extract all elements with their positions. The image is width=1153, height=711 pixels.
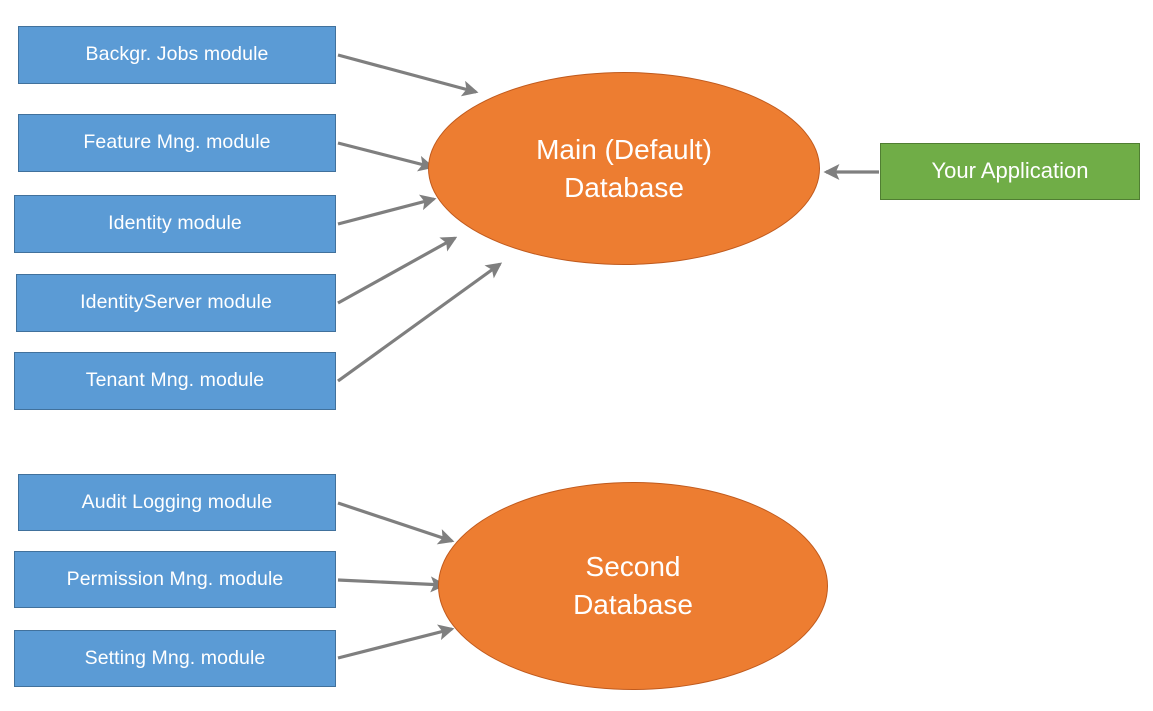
- database-label-line2: Database: [573, 589, 693, 620]
- module-label: Setting Mng. module: [84, 646, 266, 669]
- database-label-line1: Second: [585, 551, 681, 583]
- arrow-tenant-mng-to-main: [337, 262, 503, 383]
- module-label: Audit Logging module: [81, 490, 273, 513]
- database-label-line1: Main (Default): [536, 133, 712, 165]
- arrow-feature-mng-to-main: [337, 141, 435, 172]
- module-label: Backgr. Jobs module: [85, 43, 269, 66]
- database-label-line2: Database: [564, 171, 684, 203]
- database-main[interactable]: Main (Default) Database: [428, 72, 820, 265]
- module-box-setting-mng[interactable]: Setting Mng. module: [14, 630, 336, 687]
- module-box-identity[interactable]: Identity module: [14, 195, 336, 253]
- arrow-identity-to-main: [337, 194, 437, 226]
- module-box-permission-mng[interactable]: Permission Mng. module: [14, 551, 336, 608]
- module-box-feature-mng[interactable]: Feature Mng. module: [18, 114, 336, 172]
- module-label: Tenant Mng. module: [85, 369, 265, 392]
- module-label: Feature Mng. module: [83, 131, 271, 154]
- module-box-backgr-jobs[interactable]: Backgr. Jobs module: [18, 26, 336, 84]
- arrow-backgr-jobs-to-main: [337, 53, 479, 97]
- module-label: Permission Mng. module: [66, 567, 284, 590]
- application-label: Your Application: [931, 158, 1089, 184]
- module-box-audit-logging[interactable]: Audit Logging module: [18, 474, 336, 531]
- module-label: IdentityServer module: [80, 291, 272, 314]
- module-box-identityserver[interactable]: IdentityServer module: [16, 274, 336, 332]
- database-second[interactable]: Second Database: [438, 482, 828, 690]
- arrow-permission-mng-to-second: [337, 576, 447, 593]
- arrow-audit-logging-to-second: [337, 501, 455, 545]
- application-box[interactable]: Your Application: [880, 143, 1140, 200]
- module-label: Identity module: [108, 212, 242, 235]
- module-box-tenant-mng[interactable]: Tenant Mng. module: [14, 352, 336, 410]
- arrow-setting-mng-to-second: [337, 624, 455, 660]
- arrow-identityserver-to-main: [337, 236, 458, 305]
